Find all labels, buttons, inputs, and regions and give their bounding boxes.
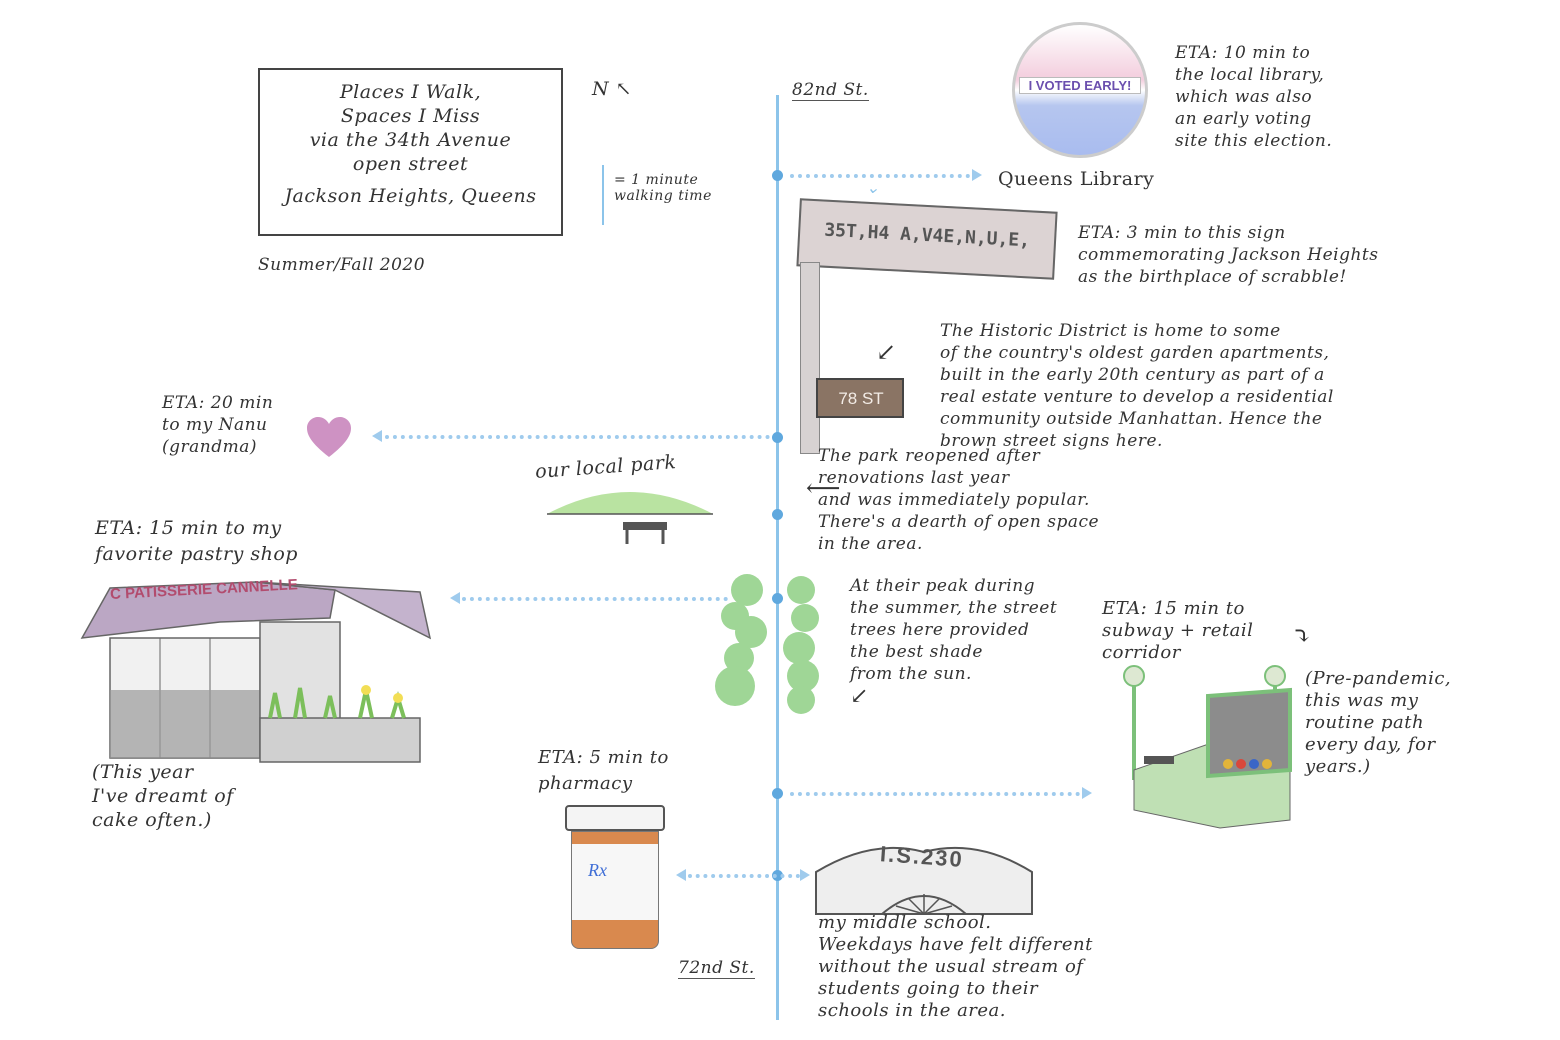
arrow-historic-icon: ↙ bbox=[876, 338, 897, 366]
arrow-subway-curve-icon: ⤵ bbox=[1292, 622, 1313, 650]
connector-subway bbox=[790, 792, 1080, 796]
subway-entrance-illustration bbox=[1123, 665, 1292, 829]
stop-pastry bbox=[772, 593, 783, 604]
trees-note: At their peak during the summer, the str… bbox=[850, 576, 1058, 684]
title-line-4: open street bbox=[352, 153, 469, 175]
heart-icon bbox=[307, 417, 351, 457]
pastry-aside: (This year I've dreamt of cake often.) bbox=[92, 761, 234, 831]
connector-pharmacy bbox=[688, 874, 800, 878]
arrow-school-icon bbox=[800, 869, 810, 881]
library-label: Queens Library bbox=[998, 168, 1155, 190]
arrow-trees-icon: ↙ bbox=[850, 684, 869, 709]
stop-library bbox=[772, 170, 783, 181]
north-indicator: N ↖ bbox=[592, 78, 632, 100]
legend-label: = 1 minute walking time bbox=[614, 172, 712, 204]
stop-nanu bbox=[772, 432, 783, 443]
nanu-note: ETA: 20 min to my Nanu (grandma) bbox=[162, 393, 274, 457]
title-line-1: Places I Walk, bbox=[339, 81, 482, 103]
scrabble-sign-text: 35T,H4 A,V4E,N,U,E, bbox=[823, 219, 1031, 252]
street-trees-illustration bbox=[715, 574, 819, 714]
street-label-82nd: 82nd St. bbox=[792, 80, 869, 101]
north-label: N bbox=[592, 78, 610, 100]
scrabble-sign: 35T,H4 A,V4E,N,U,E, bbox=[796, 198, 1058, 280]
stop-park bbox=[772, 509, 783, 520]
arrow-pharmacy-icon bbox=[676, 869, 686, 881]
pastry-note: ETA: 15 min to my favorite pastry shop bbox=[95, 517, 298, 565]
chevron-down-icon: ⌄ bbox=[866, 178, 880, 197]
historic-note: The Historic District is home to some of… bbox=[940, 321, 1334, 451]
arrow-subway-icon bbox=[1082, 787, 1092, 799]
street-sign-78st-text: 78 ST bbox=[838, 389, 884, 408]
voted-button-text: I VOTED EARLY! bbox=[1019, 77, 1141, 94]
arrow-pastry-icon bbox=[450, 592, 460, 604]
title-line-5: Jackson Heights, Queens bbox=[284, 185, 537, 207]
connector-nanu bbox=[385, 435, 770, 439]
library-note: ETA: 10 min to the local library, which … bbox=[1175, 43, 1333, 151]
subway-aside: (Pre-pandemic, this was my routine path … bbox=[1305, 668, 1452, 777]
pill-bottle-body: Rx bbox=[571, 831, 659, 949]
subway-note: ETA: 15 min to subway + retail corridor bbox=[1102, 598, 1254, 663]
legend-bar bbox=[602, 165, 604, 225]
route-line bbox=[776, 95, 779, 1020]
title-line-2: Spaces I Miss bbox=[340, 105, 481, 127]
school-facade-illustration bbox=[815, 846, 1033, 915]
voted-button-illustration: I VOTED EARLY! bbox=[1012, 22, 1148, 158]
school-note: my middle school. Weekdays have felt dif… bbox=[818, 912, 1093, 1021]
pastry-shop-illustration bbox=[80, 581, 432, 763]
arrow-library-icon bbox=[972, 169, 982, 181]
title-box: Places I Walk, Spaces I Miss via the 34t… bbox=[258, 68, 563, 236]
title-line-3: via the 34th Avenue bbox=[309, 129, 512, 151]
rx-icon: Rx bbox=[588, 860, 607, 880]
street-label-72nd: 72nd St. bbox=[678, 958, 755, 979]
sign-post bbox=[800, 262, 820, 454]
pill-bottle-illustration: Rx bbox=[565, 805, 665, 950]
stop-subway bbox=[772, 788, 783, 799]
arrow-nanu-icon bbox=[372, 430, 382, 442]
connector-pastry bbox=[462, 597, 728, 601]
pill-bottle-label: Rx bbox=[572, 844, 658, 920]
park-note: The park reopened after renovations last… bbox=[818, 446, 1100, 554]
park-illustration bbox=[547, 492, 713, 544]
street-sign-78st: 78 ST bbox=[816, 378, 904, 418]
scrabble-note: ETA: 3 min to this sign commemorating Ja… bbox=[1078, 223, 1379, 287]
date-label: Summer/Fall 2020 bbox=[258, 255, 426, 275]
pastry-sign-initial: C bbox=[109, 585, 122, 604]
arrow-park-icon: ⟵ bbox=[806, 474, 841, 502]
pill-bottle-cap bbox=[565, 805, 665, 831]
connector-library bbox=[790, 174, 970, 178]
pharmacy-note: ETA: 5 min to pharmacy bbox=[538, 747, 669, 794]
north-arrow-icon: ↖ bbox=[615, 78, 633, 100]
